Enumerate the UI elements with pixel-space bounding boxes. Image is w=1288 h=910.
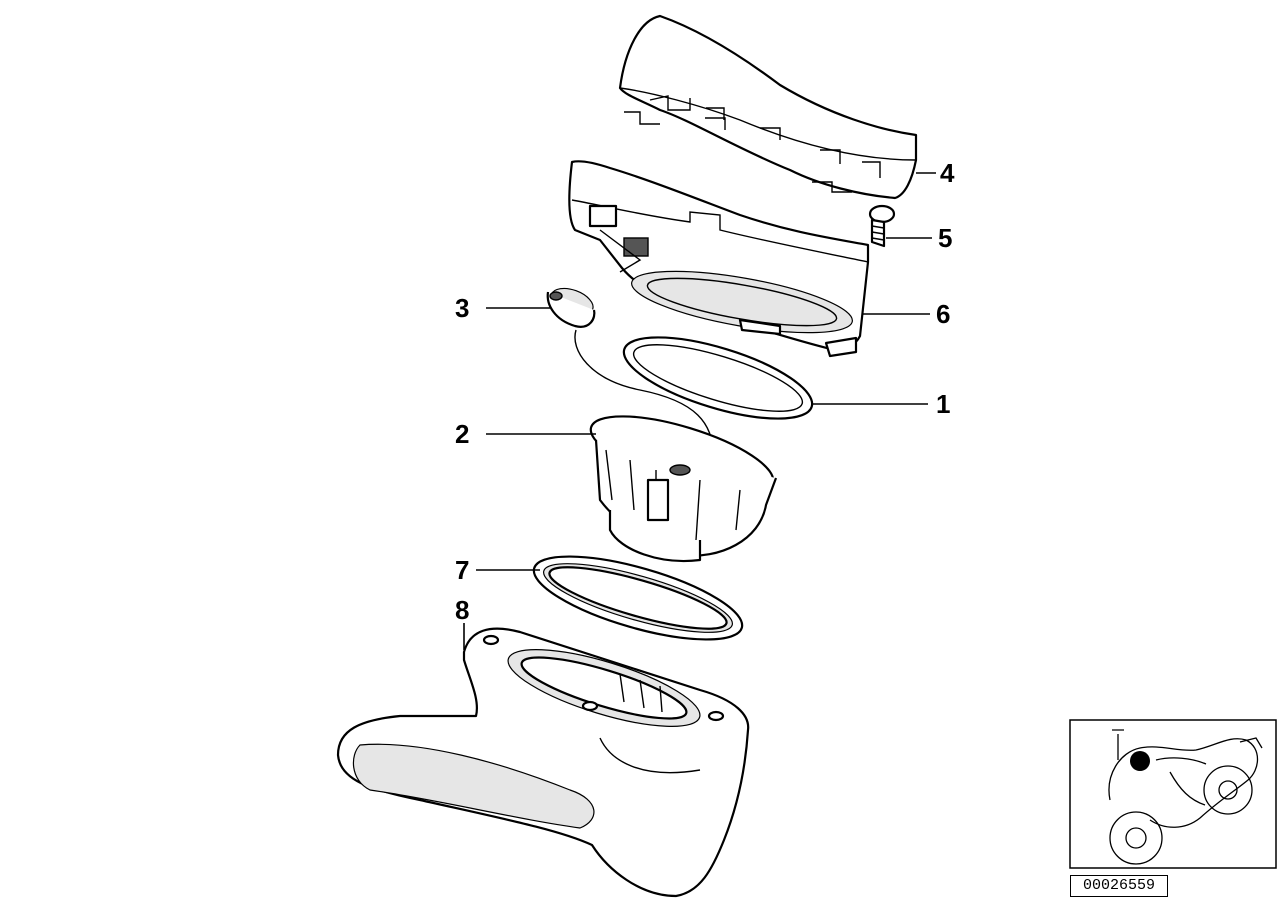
callout-7: 7 [455,555,469,585]
part-8-base-housing[interactable] [336,627,750,898]
leader-lines [463,172,936,650]
callout-6: 6 [936,299,950,329]
callout-1: 1 [936,389,950,419]
part-4-top-cover[interactable] [618,14,918,200]
callout-labels: 1 2 3 4 5 6 7 8 [455,158,955,625]
part-5-screw[interactable] [868,204,896,248]
callout-3: 3 [455,293,469,323]
part-7-gasket[interactable] [526,539,750,656]
callout-2: 2 [455,419,469,449]
motorcycle-icon [1108,729,1263,865]
callout-8: 8 [455,595,469,625]
part-6-housing[interactable] [568,160,870,358]
location-marker [1130,751,1150,771]
part-1-seal-ring[interactable] [616,321,821,436]
callout-5: 5 [938,223,952,253]
part-2-lens-housing[interactable] [583,400,781,562]
callout-4: 4 [940,158,955,188]
reference-code: 00026559 [1070,875,1168,897]
locator-thumbnail [1069,719,1277,869]
